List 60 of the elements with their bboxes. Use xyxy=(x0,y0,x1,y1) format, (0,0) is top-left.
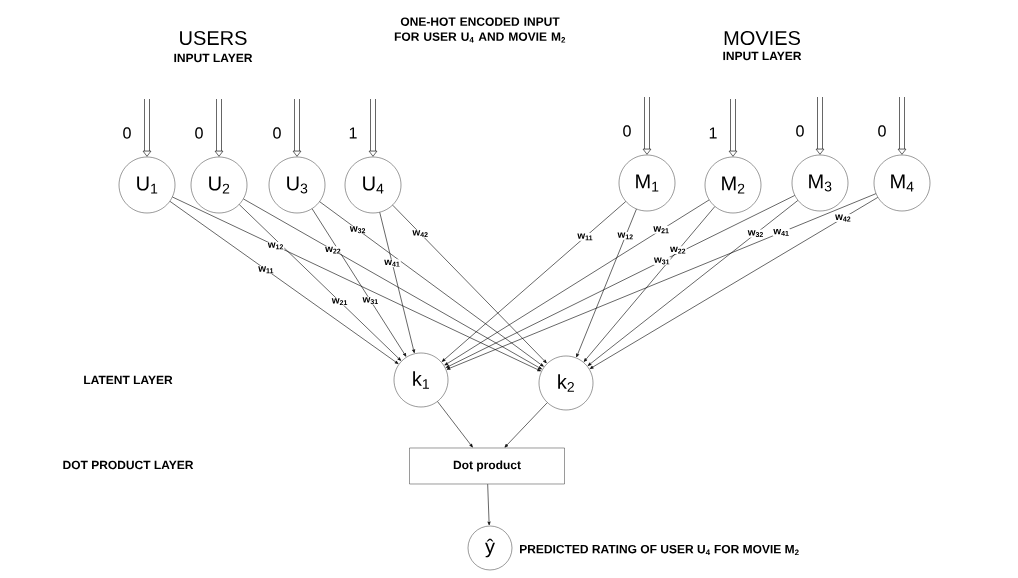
edge-label: 0 xyxy=(195,127,203,139)
edge-label: 0 xyxy=(796,125,804,137)
edge-label: w$_{21}$ xyxy=(331,298,348,305)
arrow xyxy=(504,402,548,448)
layer-label: INPUT LAYER xyxy=(723,51,802,61)
edge-label: 1 xyxy=(709,127,717,139)
edge-label: w$_{31}$ xyxy=(362,297,378,305)
layer-label: MOVIES xyxy=(724,30,800,46)
layer-label: INPUT LAYER xyxy=(174,53,253,63)
edge-label: 0 xyxy=(273,127,281,139)
arrow xyxy=(172,196,541,372)
edge-label: w$_{41}$ xyxy=(384,259,400,267)
layer-label: LATENT LAYER xyxy=(84,375,173,385)
arrow xyxy=(583,206,716,362)
edge-label: w$_{32}$ xyxy=(747,230,763,237)
arrow xyxy=(437,401,473,448)
layer-label: USERS xyxy=(180,30,247,46)
edge-label: w$_{11}$ xyxy=(258,266,274,274)
edge-label: w$_{12}$ xyxy=(617,232,633,240)
arrow xyxy=(311,208,407,357)
input-arrow xyxy=(897,97,907,155)
edge-label: w$_{41}$ xyxy=(773,229,789,236)
arrow xyxy=(169,201,399,365)
edge-label: 0 xyxy=(623,125,631,137)
edge-label: w$_{22}$ xyxy=(670,246,686,254)
edge-label: w$_{42}$ xyxy=(412,230,428,238)
edge-label: 1 xyxy=(349,127,357,139)
arrow xyxy=(576,208,637,358)
input-arrow xyxy=(214,99,224,157)
arrow xyxy=(379,212,415,354)
edge-label: 0 xyxy=(123,127,131,139)
edge-label: w$_{42}$ xyxy=(835,214,851,222)
process-box: Dot product xyxy=(409,447,565,485)
input-arrow xyxy=(142,99,152,157)
edge-label: w$_{21}$ xyxy=(653,226,669,234)
edge-label: w$_{11}$ xyxy=(577,233,593,241)
edge-label: 0 xyxy=(878,125,886,137)
arrow xyxy=(446,193,877,370)
edge-label: w$_{12}$ xyxy=(267,242,284,250)
arrow xyxy=(589,197,879,369)
edge-label: w$_{32}$ xyxy=(349,226,366,234)
edge-label: w$_{22}$ xyxy=(325,246,341,254)
input-arrow xyxy=(642,97,652,155)
layer-label: ONE-HOT ENCODED INPUT FOR USER U$_{4}$ AND MOVIE M$_{2}$ xyxy=(394,17,566,43)
input-arrow xyxy=(728,99,738,157)
input-arrow xyxy=(368,99,378,157)
arrow xyxy=(319,201,544,367)
arrow xyxy=(392,204,547,364)
input-arrow xyxy=(292,99,302,157)
arrow xyxy=(239,204,402,361)
arrow xyxy=(444,199,710,366)
arrow xyxy=(441,201,627,362)
edge-label: w$_{31}$ xyxy=(653,257,670,265)
arrow xyxy=(487,483,491,526)
arrow xyxy=(445,195,795,368)
node-caption: PREDICTED RATING OF USER U$_{4}$ FOR MOVIE M$_{2}$ xyxy=(520,544,799,556)
arrow xyxy=(587,200,799,366)
layer-label: DOT PRODUCT LAYER xyxy=(63,460,194,470)
arrow xyxy=(243,198,542,370)
input-arrow xyxy=(815,97,825,155)
